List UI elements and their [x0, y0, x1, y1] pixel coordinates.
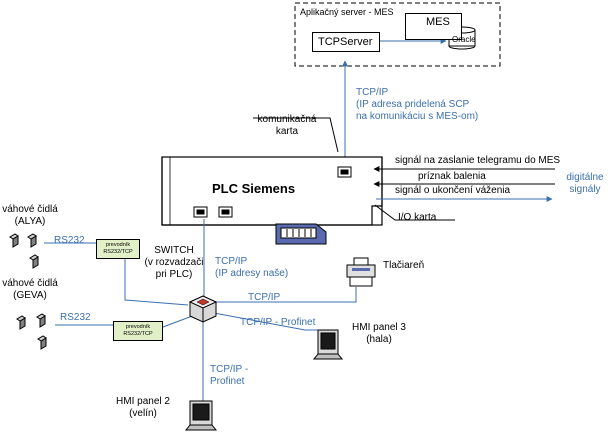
switch-label-line1: SWITCH	[154, 245, 194, 256]
scale-sensor-geva-2-icon	[36, 313, 46, 328]
hmi2-label-line2: (velín)	[129, 408, 157, 419]
plc-port-2	[218, 206, 233, 218]
digital-signals-line2: signály	[569, 184, 601, 195]
converter-a-to-switch-link	[124, 255, 189, 306]
converter-b-to-switch-link	[162, 314, 196, 328]
rs232-a-label: RS232	[54, 235, 85, 246]
digital-signals-line1: digitálne	[566, 172, 604, 183]
scales-geva-line2: (GEVA)	[13, 290, 47, 301]
printer-label: Tlačiareň	[383, 260, 425, 271]
tcpip-mes-line2: (IP adresa pridelená SCP	[356, 99, 470, 110]
switch-to-hmi3-link	[213, 312, 318, 331]
switch-label-line2: (v rozvadzači	[144, 257, 204, 268]
comm-card-pointer	[253, 117, 339, 153]
io-card-pointer	[374, 204, 455, 221]
scale-sensor-geva-3-icon	[37, 335, 47, 350]
tcpip-printer-label: TCP/IP	[248, 292, 281, 303]
scale-sensor-alya-2-icon	[27, 233, 37, 248]
switch-to-printer-link	[214, 287, 357, 303]
signal-2-label: príznak balenia	[418, 171, 486, 182]
printer-icon	[346, 257, 376, 287]
server-dashed-border	[294, 2, 501, 67]
tcpserver-box: TCPServer	[312, 32, 380, 52]
rs232-b-label: RS232	[60, 312, 91, 323]
plc-module-image	[275, 223, 327, 245]
hmi3-monitor-icon	[312, 329, 344, 360]
scale-sensor-geva-1-icon	[16, 315, 26, 330]
mes-box: MES	[405, 13, 462, 40]
switch-label-line3: pri PLC)	[155, 269, 193, 280]
scales-alya-line2: (ALYA)	[14, 216, 46, 227]
plc-ethernet-port	[337, 166, 352, 178]
converter-a-line2: RS232/TCP	[103, 249, 133, 255]
converter-b-line2: RS232/TCP	[123, 331, 153, 337]
tcpip-profinet-hmi2-line1: TCP/IP -	[210, 364, 249, 375]
signal-3-label: signál o ukončení váženia	[395, 185, 511, 196]
tcpip-mes-line1: TCP/IP	[356, 87, 389, 98]
hmi2-label-line1: HMI panel 2	[116, 396, 170, 407]
switch-icon	[188, 295, 218, 323]
converter-b-box: prevodník RS232/TCP	[113, 321, 163, 341]
scale-sensor-alya-3-icon	[29, 254, 39, 269]
tcpip-ours-line2: (IP adresy naše)	[215, 268, 289, 279]
converter-b-line1: prevodník	[125, 324, 151, 330]
tcpserver-label: TCPServer	[318, 36, 373, 48]
plc-port-1	[193, 206, 208, 218]
comm-card-label-line1: komunikačná	[257, 114, 317, 125]
scales-alya-line1: váhové čidlá	[2, 204, 58, 215]
scale-sensor-alya-1-icon	[9, 233, 19, 248]
io-card-label: I/O karta	[398, 212, 437, 223]
plc-title: PLC Siemens	[212, 181, 296, 196]
tcpip-mes-line3: na komunikáciu s MES-om)	[356, 111, 479, 122]
hmi3-label-line1: HMI panel 3	[352, 322, 406, 333]
tcpip-ours-line1: TCP/IP	[215, 256, 248, 267]
server-title: Aplikačný server - MES	[300, 7, 394, 17]
hmi3-label-line2: (hala)	[366, 334, 392, 345]
converter-a-box: prevodník RS232/TCP	[96, 239, 140, 259]
comm-card-label-line2: karta	[275, 126, 299, 137]
tcpip-profinet-hmi3-label: TCP/IP - Profinet	[240, 317, 316, 328]
mes-label: MES	[426, 16, 450, 28]
tcpip-profinet-hmi2-line2: Profinet	[210, 376, 245, 387]
oracle-label: Oracle	[452, 35, 476, 44]
converter-a-line1: prevodník	[105, 242, 131, 248]
hmi2-monitor-icon	[184, 400, 218, 431]
signal-1-label: signál na zaslanie telegramu do MES	[395, 155, 561, 166]
scales-geva-line1: váhové čidlá	[2, 278, 58, 289]
